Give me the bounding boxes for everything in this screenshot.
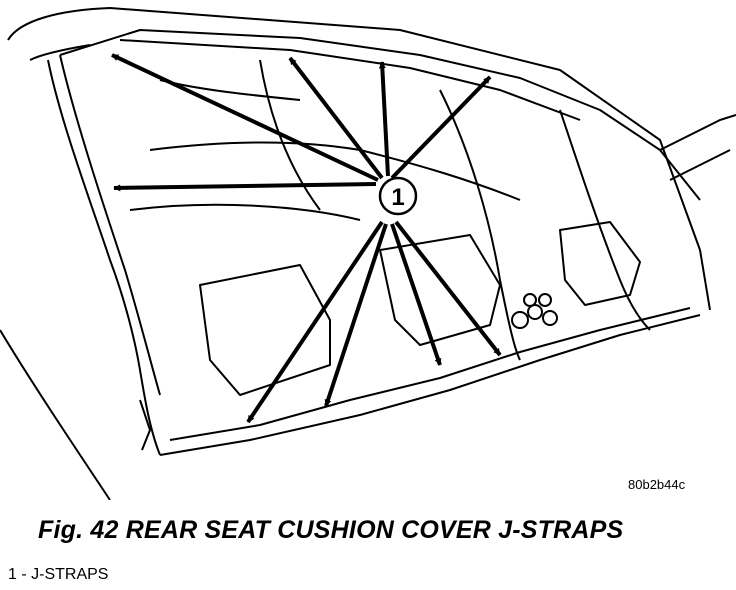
arrow-left <box>113 182 377 192</box>
callout-1-label: 1 <box>391 184 404 211</box>
legend-number: 1 <box>8 566 17 583</box>
arrow-top-center <box>378 61 390 177</box>
legend-label: J-STRAPS <box>31 566 109 583</box>
callout-1: 1 <box>378 176 418 216</box>
arrow-bottom-center <box>390 223 442 366</box>
arrow-bottom-left <box>324 223 388 407</box>
legend-item: 1 - J-STRAPS <box>8 566 108 584</box>
seat-cushion-illustration: 1 <box>0 7 736 500</box>
arrow-top-left <box>111 53 379 182</box>
arrow-bottom-right <box>394 220 502 357</box>
image-code: 80b2b44c <box>628 477 686 492</box>
callout-arrows <box>111 53 502 424</box>
seat-cushion-drawing <box>0 7 736 500</box>
arrow-bottom-far-left <box>246 220 384 424</box>
legend-separator: - <box>16 566 32 583</box>
figure-caption: Fig. 42 REAR SEAT CUSHION COVER J-STRAPS <box>38 516 624 544</box>
arrow-top-right <box>390 75 492 180</box>
arrow-top-center-left <box>288 56 384 180</box>
